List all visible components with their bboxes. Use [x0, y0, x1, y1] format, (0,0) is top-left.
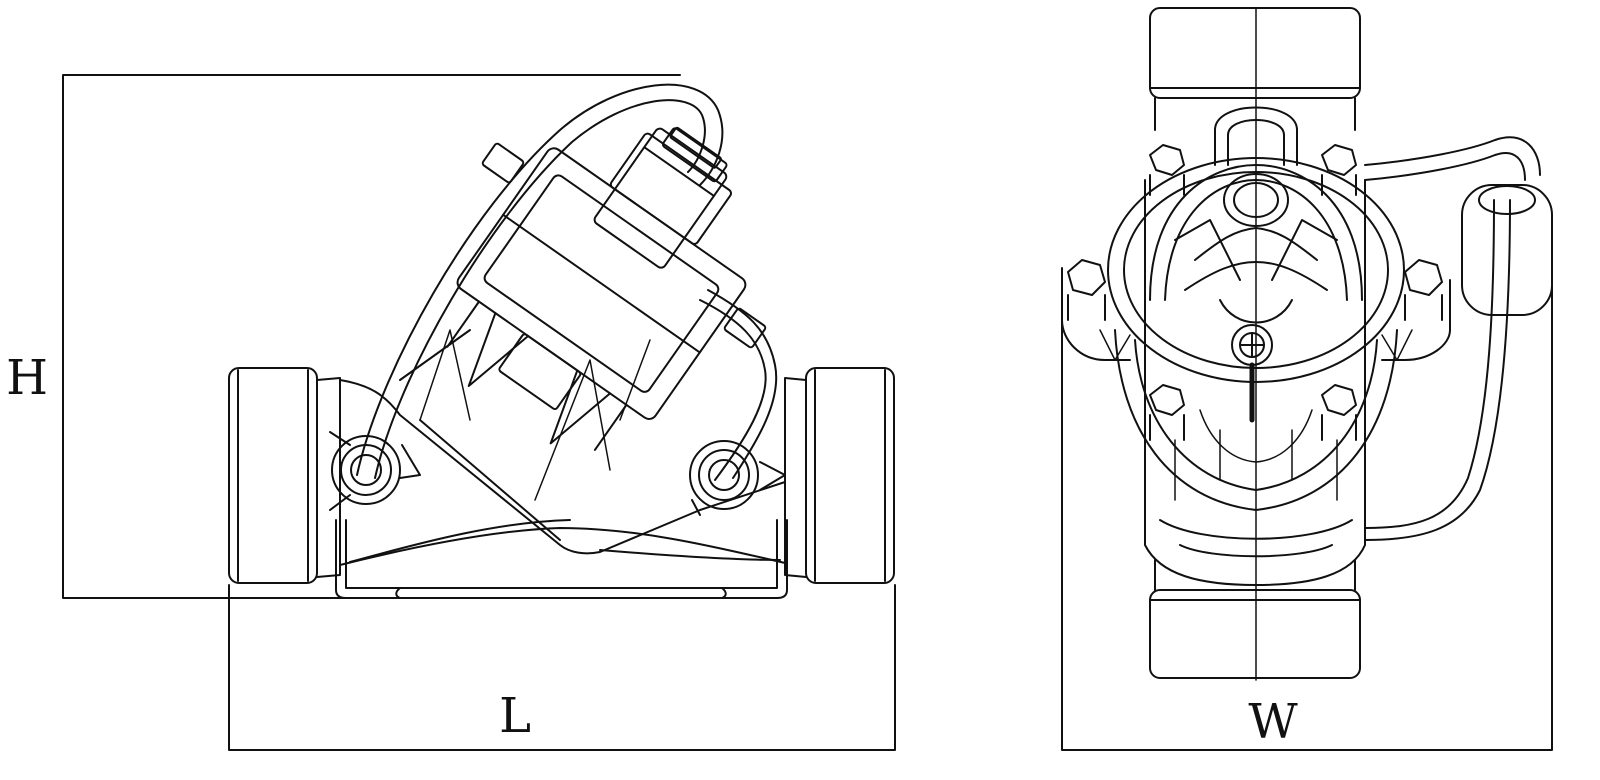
bolt-bottom-left: [1149, 384, 1185, 441]
hex-bolts: [1067, 144, 1443, 441]
base-bracket: [335, 519, 788, 599]
bolt-top-right: [1321, 144, 1357, 196]
bolt-bottom-right: [1321, 384, 1357, 441]
bolt-mid-left: [1067, 259, 1106, 321]
height-dimension-frame: [62, 74, 681, 599]
width-label: W: [1248, 694, 1298, 750]
bonnet-dome: [1149, 164, 1363, 324]
pilot-tube-end-view: [1364, 136, 1553, 541]
bottom-flange: [1149, 559, 1361, 679]
solenoid-block: [593, 126, 728, 269]
right-pilot-fitting: [689, 440, 786, 516]
lower-body-details: [1099, 329, 1413, 501]
top-loop: [1214, 106, 1298, 166]
height-label: H: [6, 350, 48, 406]
end-view-body: [1107, 157, 1405, 586]
dimension-labels: H L W: [6, 350, 1298, 750]
outlet-end-connector: [784, 367, 895, 584]
side-lugs: [1061, 274, 1451, 361]
length-label: L: [499, 688, 531, 744]
center-fitting: [1231, 324, 1273, 423]
pilot-tube: [356, 83, 778, 481]
top-flange: [1149, 7, 1361, 131]
body-details: [419, 329, 651, 501]
length-dimension-frame: [228, 584, 896, 751]
end-view: [1061, 7, 1553, 751]
side-view: [62, 74, 896, 751]
bolt-top-left: [1149, 144, 1185, 196]
bolt-mid-right: [1404, 259, 1443, 321]
valve-body: [339, 329, 786, 566]
left-pilot-fitting: [329, 431, 421, 511]
tilted-bonnet: [446, 127, 747, 451]
width-dimension-frame: [1061, 214, 1553, 751]
inlet-end-connector: [228, 367, 341, 584]
